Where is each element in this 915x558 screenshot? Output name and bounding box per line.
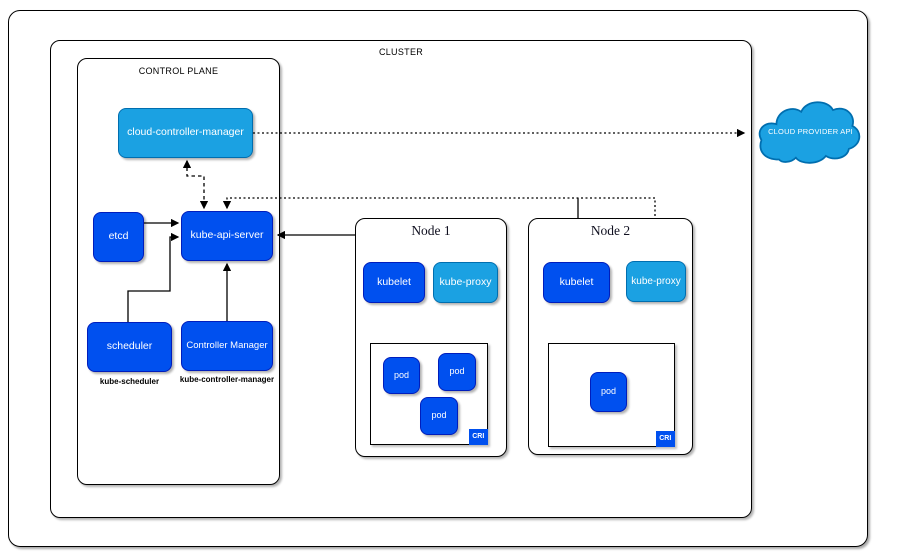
etcd-box: etcd xyxy=(93,212,144,262)
outer-border xyxy=(8,10,868,547)
control-plane-box xyxy=(77,58,280,485)
scheduler-box: scheduler xyxy=(87,322,172,372)
kube-controller-manager-sublabel: kube-controller-manager xyxy=(179,375,275,384)
controller-manager-box: Controller Manager xyxy=(181,321,273,371)
node2-title: Node 2 xyxy=(590,223,631,238)
node1-kubelet-box: kubelet xyxy=(363,262,425,303)
node1-kubelet-label: kubelet xyxy=(377,275,411,288)
scheduler-label: scheduler xyxy=(106,340,153,353)
kube-api-server-box: kube-api-server xyxy=(181,211,273,261)
cluster-label: CLUSTER xyxy=(378,47,424,57)
node1-kube-proxy-label: kube-proxy xyxy=(439,275,492,288)
node1-pod3-label: pod xyxy=(431,410,447,421)
kube-scheduler-sublabel: kube-scheduler xyxy=(99,377,160,386)
node2-kubelet-box: kubelet xyxy=(543,262,610,303)
node1-pod2-box: pod xyxy=(438,353,476,391)
cri2-tag: CRI xyxy=(656,431,675,447)
node1-title: Node 1 xyxy=(411,223,451,238)
cloud-controller-manager-label: cloud-controller-manager xyxy=(127,126,244,139)
node1-pod1-label: pod xyxy=(393,369,410,380)
node1-pod3-box: pod xyxy=(420,397,458,435)
node1-pod2-label: pod xyxy=(449,366,465,377)
node2-pod1-box: pod xyxy=(590,372,627,412)
cluster-box xyxy=(50,40,752,518)
node1-kube-proxy-box: kube-proxy xyxy=(433,262,498,303)
control-plane-label: CONTROL PLANE xyxy=(138,66,219,76)
kube-api-server-label: kube-api-server xyxy=(190,229,264,242)
node2-kubelet-label: kubelet xyxy=(559,275,594,288)
controller-manager-label: Controller Manager xyxy=(186,339,268,351)
cri1-tag: CRI xyxy=(469,429,488,445)
cloud-provider-label: CLOUD PROVIDER API xyxy=(768,127,853,136)
node1-pod1-box: pod xyxy=(383,357,420,394)
cloud-controller-manager-box: cloud-controller-manager xyxy=(118,108,253,158)
node2-pod1-label: pod xyxy=(600,386,617,397)
node2-kube-proxy-box: kube-proxy xyxy=(626,261,686,302)
etcd-label: etcd xyxy=(108,230,129,243)
node2-kube-proxy-label: kube-proxy xyxy=(631,276,681,287)
